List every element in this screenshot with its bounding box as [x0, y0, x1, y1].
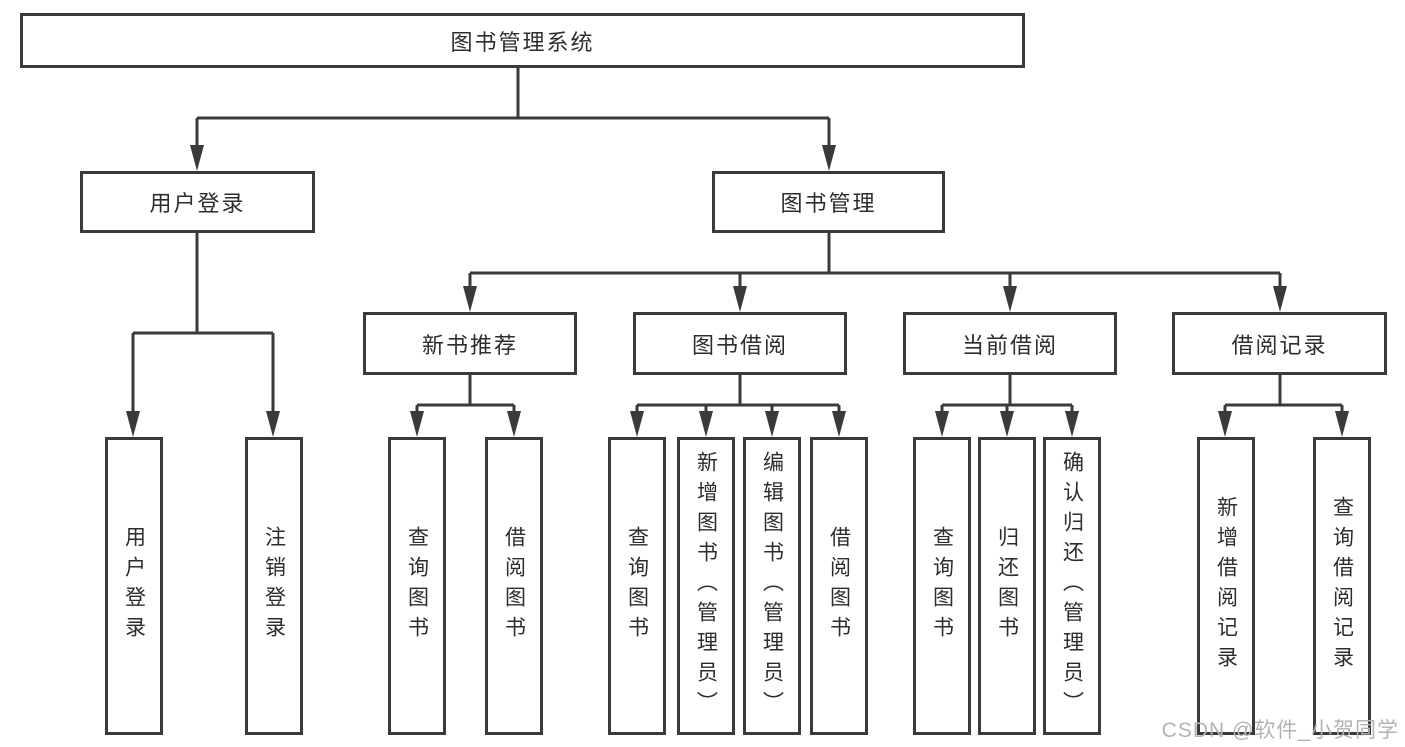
node-label: 当前借阅	[961, 332, 1058, 358]
leaf-confirm-return-admin: 确认归还（管理员）	[1043, 437, 1101, 735]
leaf-borrow-books: 借阅图书	[810, 437, 868, 735]
node-root-system: 图书管理系统	[20, 13, 1025, 68]
leaf-edit-book-admin: 编辑图书（管理员）	[743, 437, 801, 735]
arrowheads	[126, 145, 1349, 437]
node-label: 编辑图书（管理员）	[760, 451, 784, 721]
node-label: 查询图书	[625, 526, 649, 646]
node-label: 借阅图书	[502, 526, 526, 646]
node-label: 借阅图书	[827, 526, 851, 646]
node-label: 确认归还（管理员）	[1060, 451, 1084, 721]
leaf-query-books-borrow: 查询图书	[608, 437, 666, 735]
leaf-user-login: 用户登录	[105, 437, 163, 735]
leaf-add-borrow-record: 新增借阅记录	[1197, 437, 1255, 735]
node-label: 新增借阅记录	[1214, 496, 1238, 676]
leaf-query-books-recommend: 查询图书	[388, 437, 446, 735]
node-label: 用户登录	[122, 526, 146, 646]
leaf-query-books-current: 查询图书	[913, 437, 971, 735]
node-label: 用户登录	[149, 191, 246, 216]
node-label: 查询图书	[930, 526, 954, 646]
node-label: 新增图书（管理员）	[694, 451, 718, 721]
node-borrow-records: 借阅记录	[1172, 312, 1387, 375]
leaf-borrow-books-recommend: 借阅图书	[485, 437, 543, 735]
csdn-watermark: CSDN @软件_小贺同学	[1161, 719, 1399, 742]
node-label: 归还图书	[995, 526, 1019, 646]
node-label: 借阅记录	[1231, 332, 1328, 358]
node-label: 新书推荐	[421, 332, 518, 358]
node-label: 图书管理系统	[450, 29, 595, 55]
node-label: 查询借阅记录	[1330, 496, 1354, 676]
node-book-management: 图书管理	[712, 171, 945, 233]
node-current-borrow: 当前借阅	[903, 312, 1117, 375]
node-label: 图书管理	[780, 191, 877, 216]
node-user-login: 用户登录	[80, 171, 315, 233]
node-label: 图书借阅	[691, 332, 788, 358]
node-book-borrow: 图书借阅	[633, 312, 847, 375]
leaf-add-book-admin: 新增图书（管理员）	[677, 437, 735, 735]
leaf-logout: 注销登录	[245, 437, 303, 735]
leaf-return-book: 归还图书	[978, 437, 1036, 735]
node-new-book-recommend: 新书推荐	[363, 312, 577, 375]
leaf-query-borrow-record: 查询借阅记录	[1313, 437, 1371, 735]
node-label: 注销登录	[262, 526, 286, 646]
node-label: 查询图书	[405, 526, 429, 646]
